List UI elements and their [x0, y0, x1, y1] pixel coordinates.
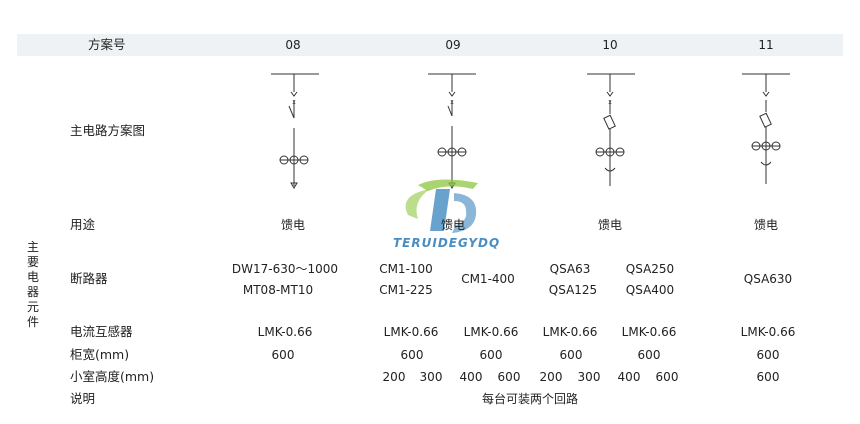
svg-text:x: x [450, 99, 454, 106]
breaker-09a-line2: CM1-225 [379, 283, 433, 297]
breaker-11: QSA630 [743, 272, 793, 286]
ct-10a: LMK-0.66 [542, 325, 598, 339]
breaker-08-line1: DW17-630～1000 [231, 262, 339, 276]
header-band [17, 34, 843, 56]
width-10a: 600 [559, 348, 583, 362]
breaker-09a-line1: CM1-100 [379, 262, 433, 276]
usage-08: 馈电 [280, 218, 306, 232]
ct-09b: LMK-0.66 [463, 325, 519, 339]
width-09a: 600 [400, 348, 424, 362]
logo-wordmark: TERUIDEGYDQ [393, 236, 501, 250]
svg-text:x: x [608, 99, 612, 106]
scheme-10-number: 10 [602, 38, 618, 52]
height-11: 600 [756, 370, 780, 384]
height-10a-1: 200 [539, 370, 563, 384]
ct-08: LMK-0.66 [257, 325, 313, 339]
width-11: 600 [756, 348, 780, 362]
note-text: 每台可装两个回路 [481, 392, 579, 406]
height-09b-1: 400 [459, 370, 483, 384]
ct-11: LMK-0.66 [740, 325, 796, 339]
compartment-height-label: 小室高度(mm) [70, 369, 155, 384]
height-09a-2: 300 [419, 370, 443, 384]
scheme-08-number: 08 [285, 38, 301, 52]
ct-10b: LMK-0.66 [621, 325, 677, 339]
scheme-09-diagram: x [428, 73, 476, 189]
cabinet-width-label: 柜宽(mm) [70, 347, 130, 362]
height-10b-1: 400 [617, 370, 641, 384]
scheme-09-number: 09 [445, 38, 461, 52]
breaker-09b: CM1-400 [461, 272, 515, 286]
scheme-10-diagram: x [587, 73, 635, 186]
usage-09: 馈电 [440, 218, 466, 232]
main-components-group-label: 主要电器元件 [26, 240, 39, 329]
usage-11: 馈电 [753, 218, 779, 232]
scheme-11-diagram [742, 73, 790, 184]
height-10a-2: 300 [577, 370, 601, 384]
scheme-11-number: 11 [758, 38, 774, 52]
height-09a-1: 200 [382, 370, 406, 384]
width-09b: 600 [479, 348, 503, 362]
breaker-10a-line2: QSA125 [548, 283, 598, 297]
note-label: 说明 [70, 391, 96, 406]
teruide-logo-watermark [405, 179, 478, 233]
width-10b: 600 [637, 348, 661, 362]
current-transformer-label: 电流互感器 [70, 324, 133, 339]
breaker-10a-line1: QSA63 [549, 262, 591, 276]
scheme-number-label: 方案号 [88, 37, 126, 52]
breaker-10b-line1: QSA250 [625, 262, 675, 276]
main-circuit-diagram-label: 主电路方案图 [70, 123, 146, 138]
scheme-08-diagram: x [271, 73, 319, 189]
width-08: 600 [271, 348, 295, 362]
svg-text:x: x [292, 99, 296, 106]
breaker-10b-line2: QSA400 [625, 283, 675, 297]
ct-09a: LMK-0.66 [383, 325, 439, 339]
height-10b-2: 600 [655, 370, 679, 384]
height-09b-2: 600 [497, 370, 521, 384]
breaker-08-line2: MT08-MT10 [242, 283, 314, 297]
breaker-label: 断路器 [70, 271, 108, 286]
usage-label: 用途 [70, 217, 96, 232]
usage-10: 馈电 [597, 218, 623, 232]
